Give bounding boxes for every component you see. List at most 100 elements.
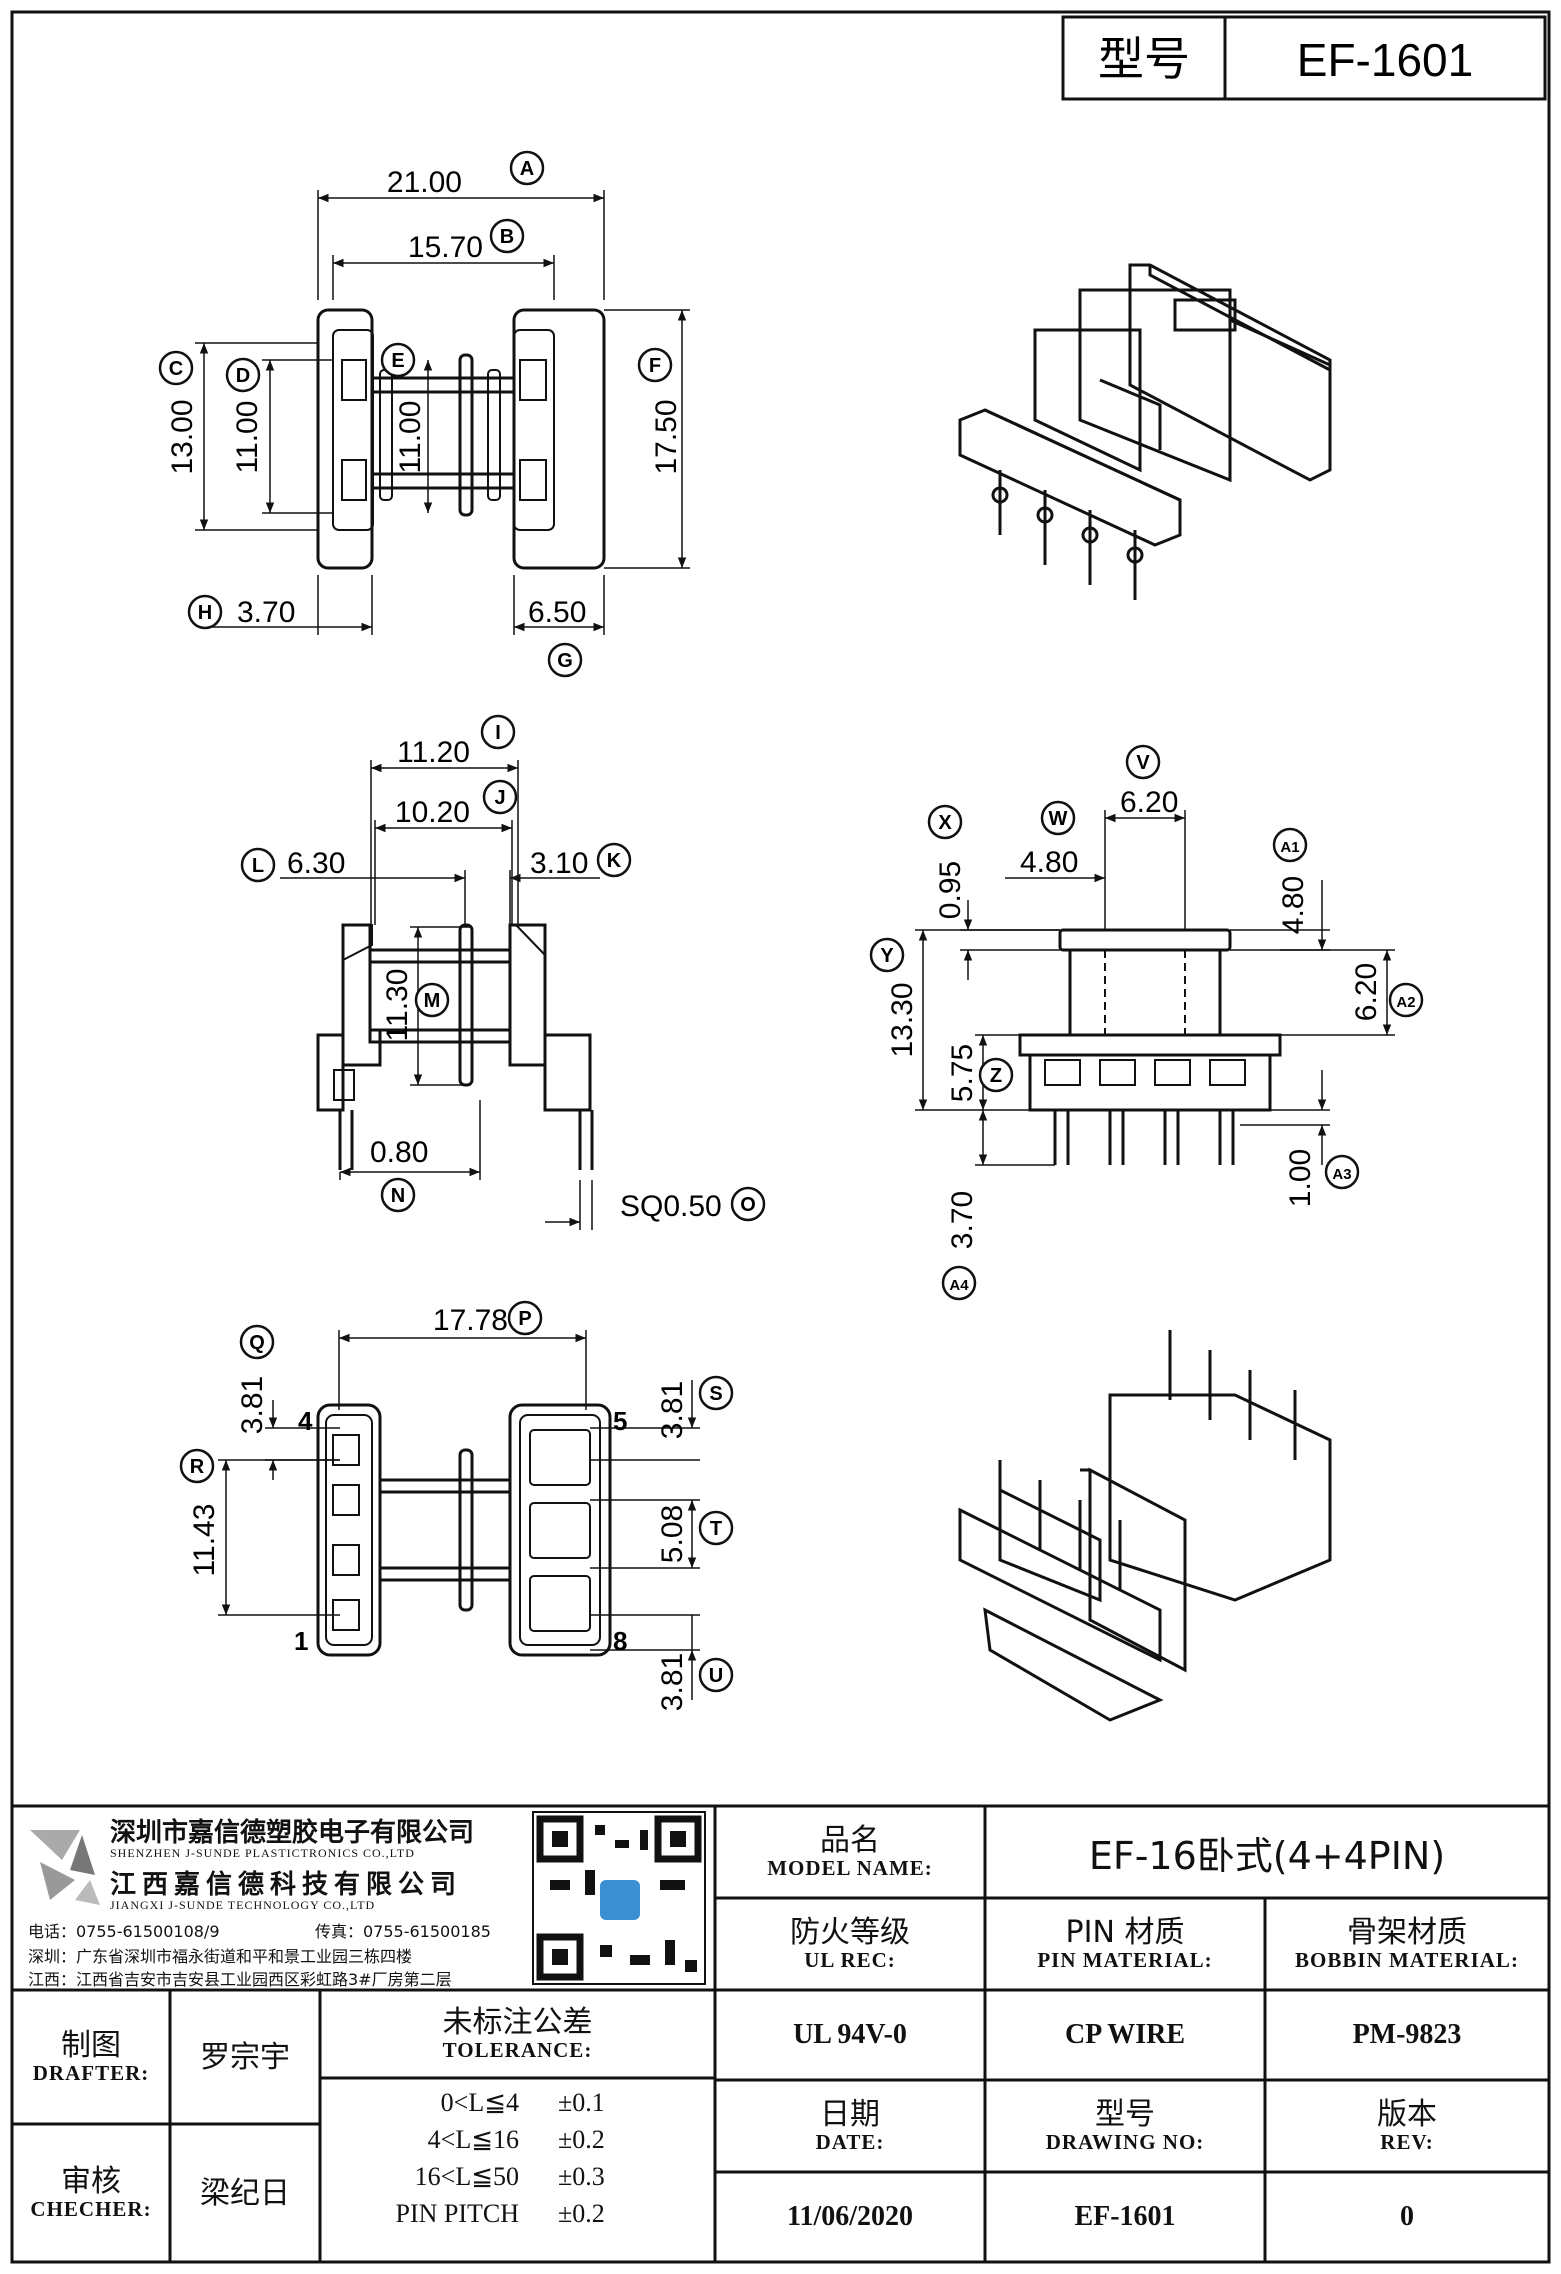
dim-l: 6.30 xyxy=(287,847,345,880)
callout-label: N xyxy=(391,1185,405,1207)
company-name-en-1: SHENZHEN J-SUNDE PLASTICTRONICS CO.,LTD xyxy=(110,1846,415,1860)
dim-b: 15.70 xyxy=(408,231,483,264)
dim-v: 6.20 xyxy=(1120,786,1178,819)
callout-label: Q xyxy=(249,1332,265,1354)
callout-o: O xyxy=(730,1186,766,1222)
callout-t: T xyxy=(698,1510,734,1546)
dim-a3: 1.00 xyxy=(1284,1149,1317,1207)
isometric-view-top xyxy=(958,263,1332,600)
pin-material-value: CP WIRE xyxy=(1064,2019,1186,2050)
qr-code xyxy=(532,1811,706,1985)
company-name-cn-2: 江西嘉信德科技有限公司 xyxy=(110,1870,463,1900)
tolerance-cn: 未标注公差 xyxy=(442,2004,593,2040)
callout-label: E xyxy=(391,350,404,372)
company-phone: 电话：0755-61500108/9 xyxy=(28,1922,220,1941)
rev-value: 0 xyxy=(1400,2201,1414,2232)
bobbin-material-en: BOBBIN MATERIAL: xyxy=(1295,1947,1519,1972)
callout-label: L xyxy=(252,855,264,877)
date-header: 日期 DATE: xyxy=(715,2080,985,2172)
callout-label: Y xyxy=(880,945,894,967)
callout-label: J xyxy=(494,787,505,809)
dim-x: 0.95 xyxy=(934,861,967,919)
date-value-cell: 11/06/2020 xyxy=(715,2172,985,2262)
dim-k: 3.10 xyxy=(530,847,588,880)
tolerance-header: 未标注公差 TOLERANCE: xyxy=(320,1990,715,2078)
callout-v: V xyxy=(1125,744,1161,780)
callout-a1: A1 xyxy=(1272,827,1308,863)
callout-y: Y xyxy=(869,937,905,973)
callout-label: F xyxy=(649,355,661,377)
model-name-cn: 品名 xyxy=(820,1822,880,1858)
bottom-view xyxy=(316,1403,612,1657)
callout-w: W xyxy=(1040,800,1076,836)
checker-value-cell: 梁纪日 xyxy=(170,2124,320,2262)
model-name-value-cell: EF-16卧式(4+4PIN) xyxy=(985,1806,1549,1898)
callout-k: K xyxy=(596,842,632,878)
bobbin-material-header: 骨架材质 BOBBIN MATERIAL: xyxy=(1265,1898,1549,1990)
drawing-no-value-cell: EF-1601 xyxy=(985,2172,1265,2262)
dim-a4: 3.70 xyxy=(946,1191,979,1249)
dim-n: 0.80 xyxy=(370,1136,428,1169)
isometric-view-bottom xyxy=(958,1330,1332,1722)
callout-label: A1 xyxy=(1280,839,1299,856)
dim-c: 13.00 xyxy=(166,399,199,474)
title-block-grid xyxy=(12,1804,1549,2262)
pin-material-value-cell: CP WIRE xyxy=(985,1990,1265,2080)
bobbin-material-value-cell: PM-9823 xyxy=(1265,1990,1549,2080)
callout-label: H xyxy=(198,602,212,624)
dim-a1: 4.80 xyxy=(1277,876,1310,934)
callout-f: F xyxy=(637,347,673,383)
callout-label: X xyxy=(938,812,952,834)
callout-i: I xyxy=(480,714,516,750)
rev-header: 版本 REV: xyxy=(1265,2080,1549,2172)
company-address-jx: 江西：江西省吉安市吉安县工业园西区彩虹路3#厂房第二层 xyxy=(28,1970,452,1989)
top-view xyxy=(316,308,606,570)
rev-value-cell: 0 xyxy=(1265,2172,1549,2262)
drawing-no-cn: 型号 xyxy=(1095,2096,1155,2132)
callout-label: T xyxy=(710,1518,722,1540)
callout-label: P xyxy=(518,1308,531,1330)
callout-label: M xyxy=(424,990,441,1012)
dim-i: 11.20 xyxy=(397,736,470,769)
bottom-view-dims xyxy=(218,1330,700,1700)
title-box-value: EF-1601 xyxy=(1297,34,1473,86)
tolerance-en: TOLERANCE: xyxy=(442,2037,593,2062)
callout-label: G xyxy=(557,650,573,672)
front-view-dims xyxy=(915,810,1395,1166)
dim-y: 13.30 xyxy=(886,982,919,1057)
date-en: DATE: xyxy=(815,2129,885,2154)
side-view xyxy=(316,923,594,1170)
rev-cn: 版本 xyxy=(1377,2096,1437,2132)
front-view xyxy=(1018,928,1282,1165)
callout-label: O xyxy=(740,1194,756,1216)
callout-b: B xyxy=(489,218,525,254)
ul-cn: 防火等级 xyxy=(790,1914,910,1950)
dim-g: 6.50 xyxy=(528,596,586,629)
callout-a3: A3 xyxy=(1324,1154,1360,1190)
callout-g: G xyxy=(547,642,583,678)
drawing-no-en: DRAWING NO: xyxy=(1045,2129,1205,2154)
callout-label: A4 xyxy=(949,1277,969,1294)
pin-label-4: 4 xyxy=(298,1406,313,1436)
drafter-header: 制图 DRAFTER: xyxy=(12,1990,170,2124)
dim-t: 5.08 xyxy=(656,1505,689,1563)
checker-header: 审核 CHECHER: xyxy=(12,2124,170,2262)
rev-en: REV: xyxy=(1380,2129,1434,2154)
tolerance-value-1: ±0.1 xyxy=(558,2088,605,2117)
dim-o: SQ0.50 xyxy=(620,1190,722,1223)
dim-f: 17.50 xyxy=(650,399,683,474)
callout-label: A3 xyxy=(1332,1166,1351,1183)
callout-label: V xyxy=(1136,752,1150,774)
callout-label: R xyxy=(190,1456,205,1478)
callout-label: B xyxy=(500,226,514,248)
callout-a: A xyxy=(509,150,545,186)
dim-h: 3.70 xyxy=(237,596,295,629)
callout-label: D xyxy=(236,365,250,387)
callout-label: W xyxy=(1049,808,1068,830)
bobbin-material-value: PM-9823 xyxy=(1352,2019,1462,2050)
side-view-dims xyxy=(280,760,600,1230)
bobbin-material-cn: 骨架材质 xyxy=(1347,1914,1467,1950)
drafter-value-cell: 罗宗宇 xyxy=(170,1990,320,2124)
pin-label-8: 8 xyxy=(613,1626,627,1656)
model-name-value: EF-16卧式(4+4PIN) xyxy=(1088,1833,1446,1878)
